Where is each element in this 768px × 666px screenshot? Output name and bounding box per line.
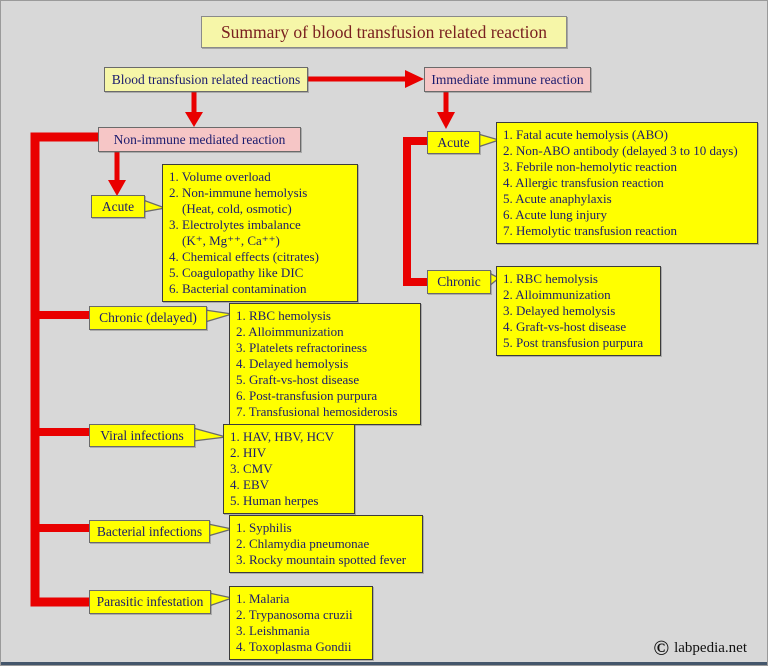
list-line: 3. Rocky mountain spotted fever [236, 552, 407, 567]
list-line: 7. Hemolytic transfusion reaction [503, 223, 678, 238]
list-line: 3. CMV [230, 461, 273, 476]
list-immune-acute: 1. Fatal acute hemolysis (ABO)2. Non-ABO… [496, 122, 758, 244]
list-line: 1. Syphilis [236, 520, 292, 535]
trunk-immune [403, 137, 428, 286]
label-chronic-delayed: Chronic (delayed) [89, 306, 207, 330]
label-non-immune-acute: Acute [91, 195, 145, 218]
arrowhead-immune-to-acute [437, 112, 455, 129]
list-line: 5. Post transfusion purpura [503, 335, 644, 350]
list-line: 4. EBV [230, 477, 269, 492]
list-line: 4. Allergic transfusion reaction [503, 175, 664, 190]
list-line: 2. Non-ABO antibody (delayed 3 to 10 day… [503, 143, 738, 158]
list-line: 1. RBC hemolysis [236, 308, 331, 323]
list-line: 5. Graft-vs-host disease [236, 372, 360, 387]
bottom-border [1, 662, 767, 665]
arrowhead-root-to-immune [405, 70, 424, 88]
list-line: 5. Coagulopathy like DIC [169, 265, 304, 280]
list-line: 5. Acute anaphylaxis [503, 191, 612, 206]
pointer-viral [192, 427, 227, 442]
list-line: 1. HAV, HBV, HCV [230, 429, 335, 444]
pointer-chronic-delayed [204, 309, 233, 323]
label-parasitic-infestation: Parasitic infestation [89, 590, 211, 614]
page-title: Summary of blood transfusion related rea… [201, 16, 567, 48]
list-line: 7. Transfusional hemosiderosis [236, 404, 398, 419]
label-immune-chronic: Chronic [427, 270, 491, 294]
list-line: 2. Chlamydia pneumonae [236, 536, 370, 551]
node-non-immune-mediated-reaction: Non-immune mediated reaction [98, 127, 301, 152]
list-line: 3. Delayed hemolysis [503, 303, 616, 318]
list-line: 3. Platelets refractoriness [236, 340, 368, 355]
list-line: 2. Alloimmunization [236, 324, 344, 339]
list-line: (Heat, cold, osmotic) [169, 201, 292, 216]
copyright-icon: © [653, 636, 670, 660]
list-line: 2. Alloimmunization [503, 287, 611, 302]
watermark-text: labpedia.net [674, 640, 747, 656]
list-line: 3. Febrile non-hemolytic reaction [503, 159, 678, 174]
list-line: 6. Acute lung injury [503, 207, 607, 222]
arrowhead-non-immune-to-acute [108, 180, 126, 196]
list-line: 4. Chemical effects (citrates) [169, 249, 319, 264]
list-line: 1. Malaria [236, 591, 290, 606]
list-line: 4. Toxoplasma Gondii [236, 639, 352, 654]
list-line: 1. Volume overload [169, 169, 271, 184]
list-line: 1. RBC hemolysis [503, 271, 598, 286]
node-root: Blood transfusion related reactions [104, 67, 308, 92]
node-immediate-immune-reaction: Immediate immune reaction [424, 67, 591, 92]
list-line: 3. Leishmania [236, 623, 310, 638]
list-line: 6. Bacterial contamination [169, 281, 307, 296]
label-bacterial-infections: Bacterial infections [89, 520, 210, 543]
list-line: 2. Trypanosoma cruzii [236, 607, 353, 622]
list-line: 2. HIV [230, 445, 267, 460]
list-line: 1. Fatal acute hemolysis (ABO) [503, 127, 668, 142]
arrowhead-root-to-non-immune [185, 112, 203, 127]
label-immune-acute: Acute [427, 131, 480, 154]
list-line: (K⁺, Mg⁺⁺, Ca⁺⁺) [169, 233, 280, 248]
label-viral-infections: Viral infections [89, 424, 195, 447]
list-line: 3. Electrolytes imbalance [169, 217, 301, 232]
list-line: 5. Human herpes [230, 493, 319, 508]
list-line: 4. Delayed hemolysis [236, 356, 349, 371]
list-line: 2. Non-immune hemolysis [169, 185, 308, 200]
watermark: © labpedia.net [653, 638, 747, 659]
list-line: 6. Post-transfusion purpura [236, 388, 378, 403]
list-line: 4. Graft-vs-host disease [503, 319, 627, 334]
